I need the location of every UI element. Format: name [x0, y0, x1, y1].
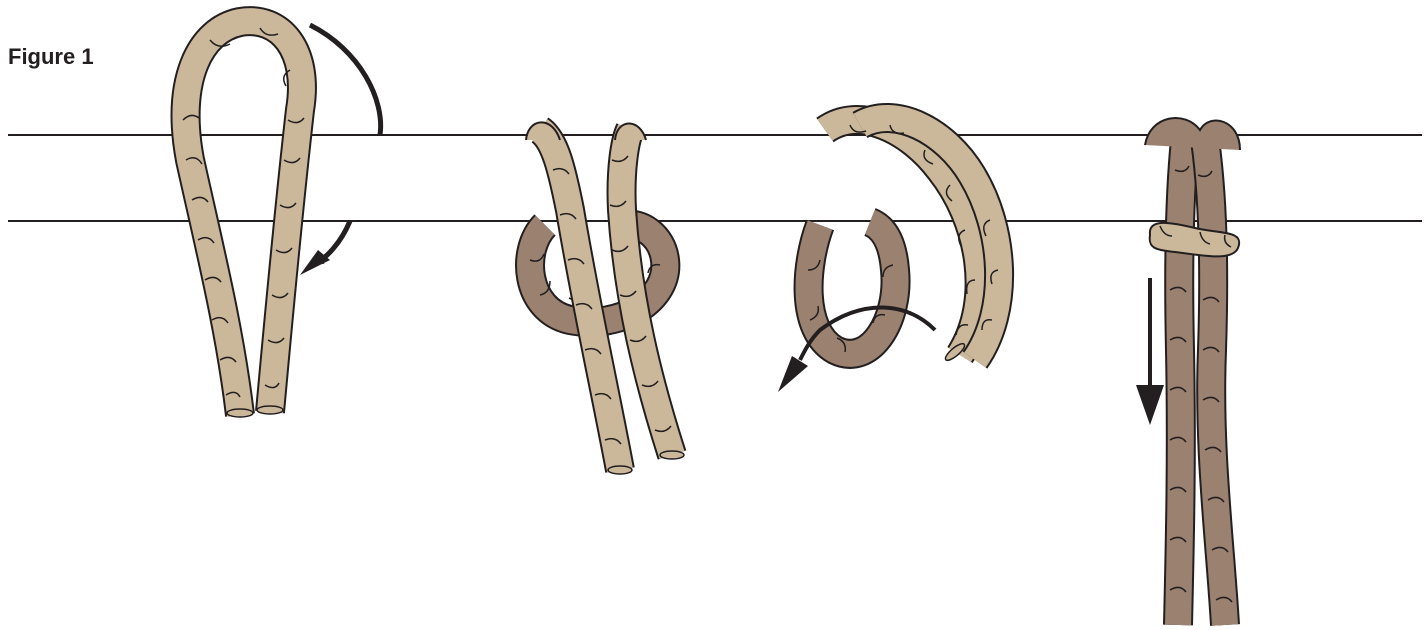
step-4-down-arrow-icon	[1136, 278, 1164, 425]
